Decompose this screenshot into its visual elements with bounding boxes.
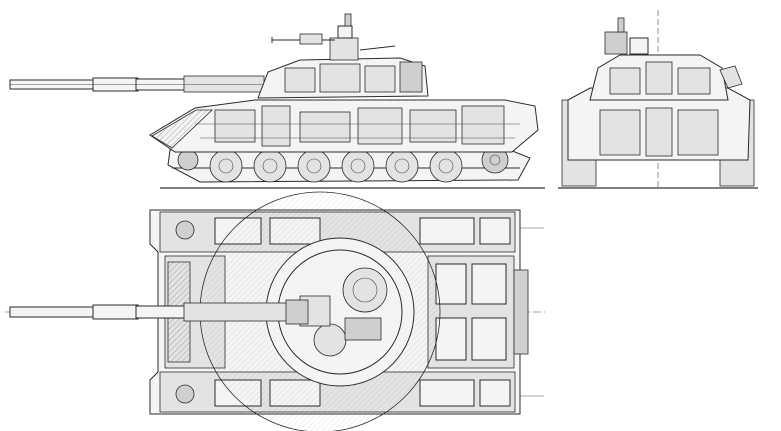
top-gun-barrel bbox=[9, 299, 309, 325]
top-commander-cupola bbox=[342, 267, 388, 313]
side-track-assembly bbox=[167, 146, 531, 183]
side-hull bbox=[149, 99, 539, 153]
top-view bbox=[5, 191, 545, 431]
top-gunner-hatch bbox=[313, 323, 347, 357]
front-cupola bbox=[604, 31, 628, 55]
side-turret bbox=[257, 13, 429, 99]
side-view bbox=[9, 13, 545, 189]
top-engine-deck bbox=[427, 227, 544, 397]
front-view bbox=[558, 10, 758, 190]
side-gun-barrel bbox=[9, 75, 265, 93]
side-road-wheels bbox=[177, 146, 509, 183]
